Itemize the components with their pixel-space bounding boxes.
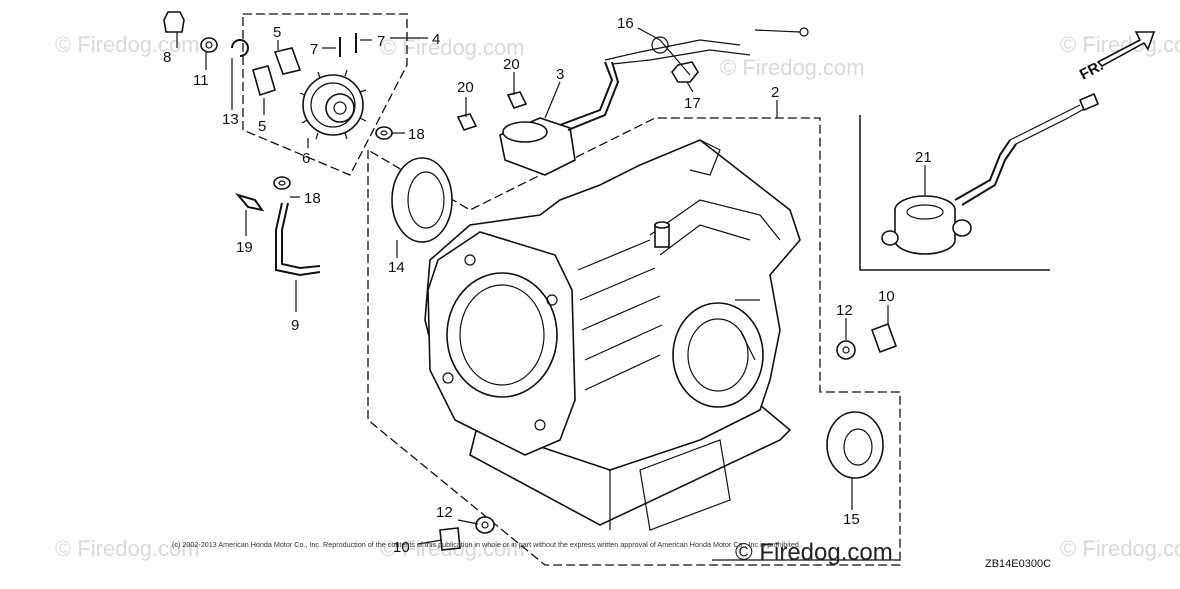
callout-number: 19 bbox=[236, 239, 253, 256]
group-frame-crankcase bbox=[367, 117, 901, 566]
group-frame-oil-alert bbox=[859, 115, 1050, 271]
callout-number: 15 bbox=[843, 511, 860, 528]
callout-number: 18 bbox=[304, 190, 321, 207]
group-frame-governor bbox=[242, 13, 408, 176]
leader-lines bbox=[176, 27, 926, 545]
callout-number: 6 bbox=[302, 150, 310, 167]
callout-number: 20 bbox=[503, 56, 520, 73]
watermark: © Firedog.com bbox=[55, 32, 200, 57]
callout-number: 10 bbox=[878, 288, 895, 305]
callout-number: 17 bbox=[684, 95, 701, 112]
callout-number: 11 bbox=[193, 72, 209, 89]
crankcase-illustration bbox=[424, 139, 801, 531]
callout-number: 7 bbox=[310, 41, 318, 58]
callout-number: 16 bbox=[617, 15, 634, 32]
callout-number: 9 bbox=[291, 317, 299, 334]
oil-alert-unit bbox=[881, 92, 1100, 255]
callout-number: 13 bbox=[222, 111, 239, 128]
callout-number: 20 bbox=[457, 79, 474, 96]
governor-parts bbox=[252, 33, 367, 140]
watermark: © Firedog.com bbox=[380, 35, 525, 60]
copyright-notice: (c) 2002-2013 American Honda Motor Co., … bbox=[172, 540, 801, 549]
callout-number: 18 bbox=[408, 126, 425, 143]
direction-arrow: FR. bbox=[1077, 31, 1156, 84]
oil-alert-switch bbox=[499, 27, 809, 176]
drawing-code: ZB14E0300C bbox=[985, 558, 1051, 570]
callout-number: 10 bbox=[393, 539, 410, 556]
small-parts bbox=[163, 11, 898, 551]
callout-number: 7 bbox=[377, 33, 385, 50]
callout-number: 4 bbox=[432, 31, 440, 48]
callout-number: 3 bbox=[556, 66, 564, 83]
callouts: 16 20 3 20 17 2 21 8 11 13 5 5 6 7 7 4 1… bbox=[163, 15, 932, 556]
watermark: © Firedog.com bbox=[1060, 536, 1180, 561]
callout-number: 14 bbox=[388, 259, 405, 276]
watermark: © Firedog.com bbox=[55, 536, 200, 561]
callout-number: 5 bbox=[273, 24, 281, 41]
callout-number: 21 bbox=[915, 149, 932, 166]
callout-number: 2 bbox=[771, 84, 779, 101]
callout-number: 8 bbox=[163, 49, 171, 66]
watermark: © Firedog.com bbox=[720, 55, 865, 80]
callout-number: 12 bbox=[836, 302, 853, 319]
callout-number: 5 bbox=[258, 118, 266, 135]
watermark: © Firedog.com bbox=[735, 539, 893, 566]
callout-number: 12 bbox=[436, 504, 453, 521]
